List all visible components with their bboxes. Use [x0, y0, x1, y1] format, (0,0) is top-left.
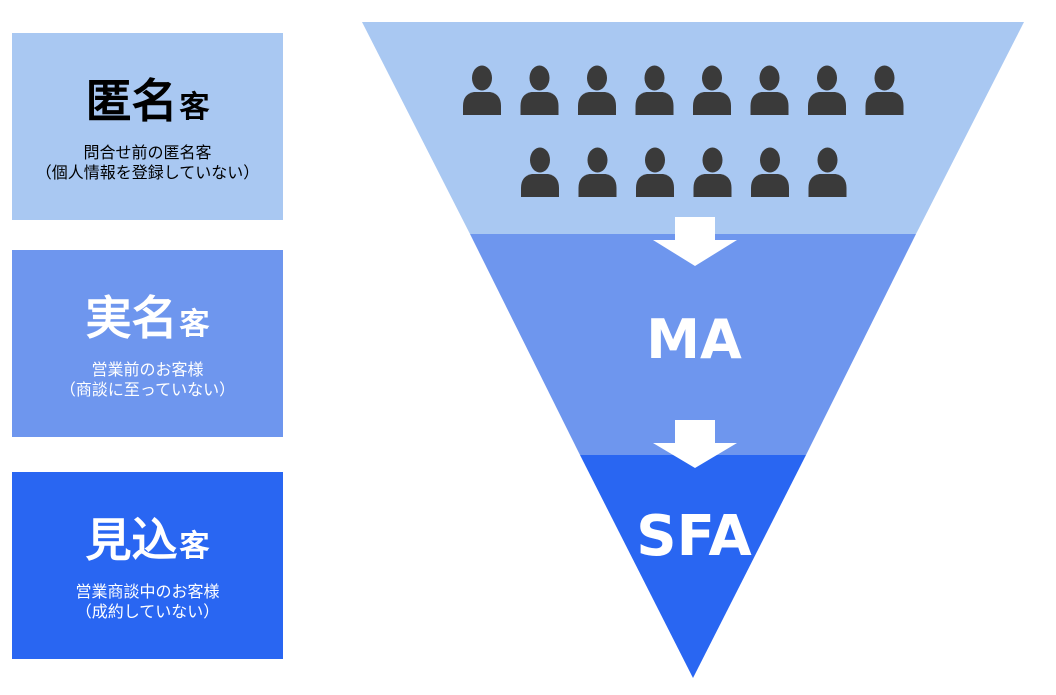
stage-title-main: 匿名 [85, 74, 178, 128]
person-icon [693, 147, 732, 197]
stage-title-suffix: 客 [179, 90, 210, 125]
person-icon [521, 147, 559, 197]
funnel-label-sfa: SFA [636, 504, 752, 569]
funnel-layer-ma [470, 234, 916, 455]
stage-desc-prospect: 営業商談中のお客様 （成約していない） [12, 582, 283, 622]
people-icons [463, 65, 904, 197]
person-icon [693, 65, 731, 115]
person-icon [463, 65, 501, 115]
stage-desc-line1: 営業商談中のお客様 [75, 582, 220, 601]
person-icon [808, 147, 847, 197]
stage-desc-named: 営業前のお客様 （商談に至っていない） [12, 360, 283, 400]
stage-desc-line1: 問合せ前の匿名客 [83, 143, 212, 162]
stage-title-anonymous: 匿名客 [12, 71, 283, 131]
funnel-label-ma: MA [646, 308, 742, 371]
stage-box-prospect: 見込客 営業商談中のお客様 （成約していない） [12, 472, 283, 659]
person-icon [578, 147, 617, 197]
stage-title-named: 実名客 [12, 288, 283, 348]
stage-title-main: 見込 [85, 513, 178, 567]
person-icon [635, 65, 674, 115]
person-icon [520, 65, 559, 115]
stage-desc-line2: （商談に至っていない） [59, 380, 236, 399]
stage-box-anonymous: 匿名客 問合せ前の匿名客 （個人情報を登録していない） [12, 33, 283, 220]
stage-desc-line2: （成約していない） [75, 602, 220, 621]
stage-desc-anonymous: 問合せ前の匿名客 （個人情報を登録していない） [12, 143, 283, 183]
down-arrow-icon [653, 217, 737, 266]
person-icon [865, 65, 904, 115]
stage-desc-line1: 営業前のお客様 [91, 360, 204, 379]
stage-title-suffix: 客 [179, 529, 210, 564]
stage-title-prospect: 見込客 [12, 510, 283, 570]
stage-box-named: 実名客 営業前のお客様 （商談に至っていない） [12, 250, 283, 437]
stage-desc-line2: （個人情報を登録していない） [35, 163, 260, 182]
person-icon [636, 147, 674, 197]
funnel-layer-sfa [580, 455, 806, 678]
person-icon [808, 65, 846, 115]
person-icon [750, 65, 789, 115]
stage-title-suffix: 客 [179, 307, 210, 342]
person-icon [578, 65, 616, 115]
person-icon [751, 147, 789, 197]
stage-title-main: 実名 [85, 291, 178, 345]
down-arrow-icon [653, 420, 737, 468]
funnel-layer-anonymous [362, 22, 1024, 234]
